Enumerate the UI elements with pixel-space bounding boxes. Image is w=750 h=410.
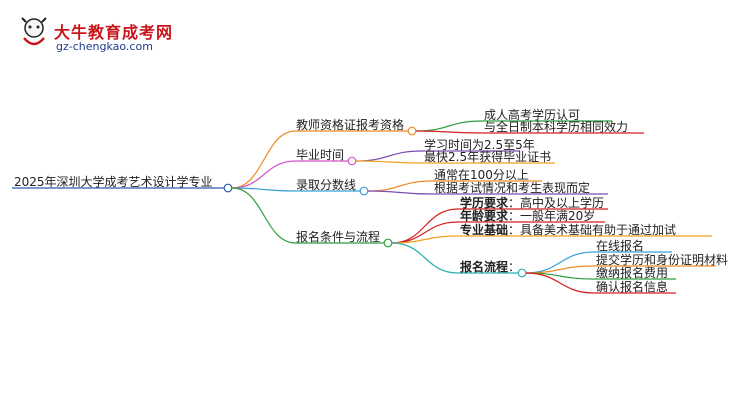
- child-label: 年龄要求：一般年满20岁: [460, 209, 595, 223]
- child-label-part: 专业基础: [460, 223, 509, 237]
- child-label-part: 通常在100分以上: [434, 168, 529, 182]
- child-connector: [367, 190, 433, 195]
- child-label-part: ：: [508, 260, 521, 274]
- child-label-part: 根据考试情况和考生表现而定: [434, 181, 591, 195]
- child-label: 学历要求：高中及以上学历: [460, 196, 604, 210]
- branch-node: [359, 186, 369, 196]
- child-label: 根据考试情况和考生表现而定: [434, 181, 590, 195]
- child-connector: [355, 150, 423, 162]
- sub-label: 缴纳报名费用: [596, 266, 668, 280]
- branch-connector: [231, 187, 297, 192]
- sub-label-part: 缴纳报名费用: [596, 266, 669, 280]
- sub-label: 确认报名信息: [596, 280, 668, 294]
- child-connector: [355, 160, 423, 164]
- brand-name: 大牛教育成考网: [54, 23, 174, 42]
- root-node: [223, 183, 233, 193]
- child-connector: [391, 242, 459, 274]
- branch-label: 报名条件与流程: [296, 230, 381, 244]
- child-label: 学习时间为2.5至5年: [424, 138, 535, 152]
- child-label: 成人高考学历认可: [484, 108, 580, 122]
- child-node: [517, 268, 527, 278]
- child-label: 通常在100分以上: [434, 168, 529, 182]
- child-label-part: 学习时间为2.5至5年: [424, 138, 535, 152]
- child-connector: [367, 180, 433, 192]
- child-label-part: ：具备美术基础有助于通过加试: [508, 223, 677, 237]
- child-label-part: 与全日制本科学历相同效力: [484, 120, 629, 134]
- child-connector: [415, 130, 483, 134]
- sub-label-part: 确认报名信息: [596, 280, 669, 294]
- branch-node: [347, 156, 357, 166]
- sub-label: 在线报名: [596, 239, 644, 253]
- branch-connector: [231, 187, 297, 244]
- branch-node: [407, 126, 417, 136]
- sub-label-part: 提交学历和身份证明材料: [596, 253, 729, 267]
- sub-connector: [525, 272, 595, 294]
- child-label-part: ：一般年满20岁: [508, 209, 596, 223]
- child-label-part: 年龄要求: [460, 209, 509, 223]
- child-label: 与全日制本科学历相同效力: [484, 120, 628, 134]
- sub-label: 提交学历和身份证明材料: [596, 253, 728, 267]
- branch-label: 教师资格证报考资格: [296, 118, 405, 132]
- sub-label-part: 在线报名: [596, 239, 645, 253]
- child-label-part: 报名流程: [460, 260, 509, 274]
- branch-node: [383, 238, 393, 248]
- root-label: 2025年深圳大学成考艺术设计学专业: [14, 175, 213, 189]
- child-label: 专业基础：具备美术基础有助于通过加试: [460, 223, 676, 237]
- child-connector: [391, 208, 459, 244]
- child-label-part: 成人高考学历认可: [484, 108, 581, 122]
- mascot-icon: [21, 17, 47, 46]
- branch-label: 录取分数线: [296, 178, 357, 192]
- branch-label: 毕业时间: [296, 148, 345, 162]
- child-label: 报名流程：: [460, 260, 520, 274]
- brand-url: gz-chengkao.com: [56, 40, 153, 53]
- child-connector: [415, 120, 483, 132]
- branch-connector: [231, 130, 297, 189]
- child-label-part: 最快2.5年获得毕业证书: [424, 150, 552, 164]
- child-label-part: 学历要求: [460, 196, 509, 210]
- branch-connector: [231, 160, 297, 189]
- child-label: 最快2.5年获得毕业证书: [424, 150, 551, 164]
- child-connector: [391, 235, 459, 244]
- child-label-part: ：高中及以上学历: [508, 196, 605, 210]
